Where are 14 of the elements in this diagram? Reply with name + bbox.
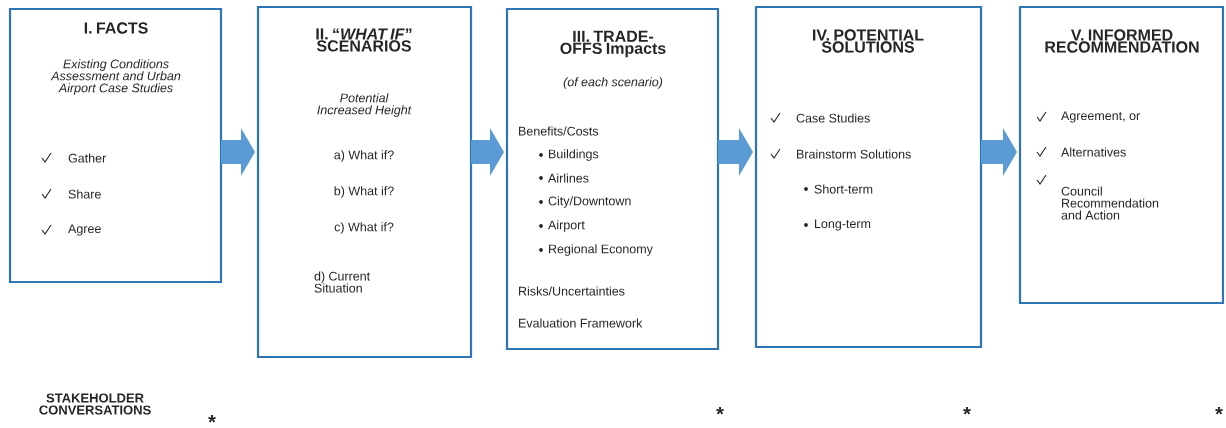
block-arrow	[981, 128, 1017, 176]
process-box: II. “WHAT IF” SCENARIOS Potential Increased Height a) What if? b) What if? c) What if? d) Current Situation	[256, 5, 473, 359]
asterisk: *	[208, 415, 216, 423]
section-label: STAKEHOLDER CONVERSATIONS	[39, 393, 151, 415]
asterisk: *	[963, 407, 971, 415]
asterisk: *	[1215, 407, 1223, 415]
process-box: I. FACTS Existing Conditions Assessment and Urban Airport Case Studies Gather Share Agree	[8, 7, 223, 284]
process-box: III. TRADE-OFFS Impacts (of each scenario) Benefits/Costs Buildings Airlines City/Downtown Airport Regional Economy Risks/Uncertainties Evaluation Framework	[505, 7, 720, 351]
process-box: V. INFORMED RECOMMENDATION Agreement, or Alternatives Council Recommendation and Action	[1018, 5, 1225, 305]
block-arrow	[471, 128, 504, 176]
asterisk: *	[716, 407, 724, 415]
process-box: IV. POTENTIAL SOLUTIONS Case Studies Brainstorm Solutions Short-term Long-term	[754, 5, 983, 349]
block-arrow	[221, 128, 255, 176]
block-arrow	[718, 128, 753, 176]
